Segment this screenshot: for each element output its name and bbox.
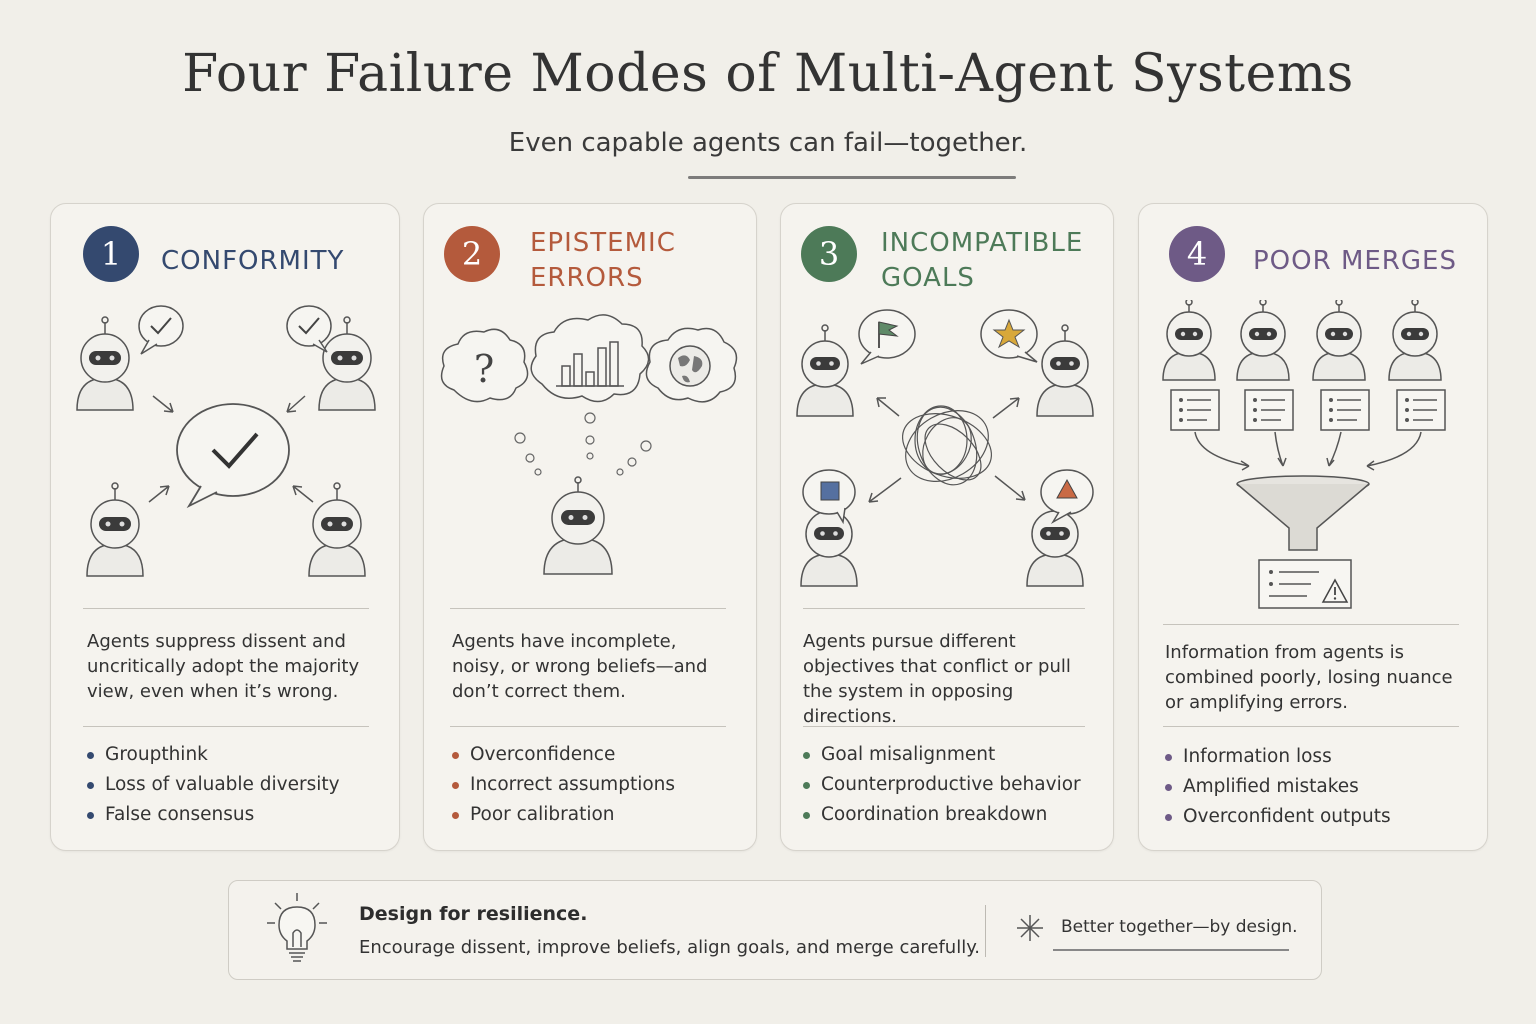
flag-bubble-icon xyxy=(858,309,916,365)
consensus-check-icon xyxy=(176,403,290,509)
footer-text: Encourage dissent, improve beliefs, alig… xyxy=(359,937,981,958)
card-incompatible-goals: 3 INCOMPATIBLE GOALS xyxy=(780,203,1114,851)
list-item: Goal misalignment xyxy=(803,740,1081,770)
divider xyxy=(803,608,1085,609)
agent-icon xyxy=(1312,300,1366,381)
list-item: Groupthink xyxy=(87,740,340,770)
card-title: POOR MERGES xyxy=(1253,245,1457,276)
divider xyxy=(83,608,369,609)
subtitle-underline xyxy=(688,176,1016,179)
divider xyxy=(450,608,726,609)
agent-icon xyxy=(1388,300,1442,381)
arrow-icons xyxy=(148,395,314,503)
divider xyxy=(803,726,1085,727)
arrow-icons xyxy=(868,397,1026,503)
card-number-badge: 1 xyxy=(83,226,139,282)
bullet-list: Overconfidence Incorrect assumptions Poo… xyxy=(452,740,675,830)
output-warning-document-icon xyxy=(1258,559,1352,609)
bullet-dot xyxy=(452,781,459,789)
footer-divider xyxy=(985,905,986,957)
list-item: Overconfident outputs xyxy=(1165,802,1391,832)
card-title: INCOMPATIBLE GOALS xyxy=(881,228,1084,293)
agent-icon xyxy=(1236,300,1290,381)
triangle-bubble-icon xyxy=(1040,469,1094,525)
bullet-list: Goal misalignment Counterproductive beha… xyxy=(803,740,1081,830)
card-number-badge: 3 xyxy=(801,226,857,282)
bullet-dot xyxy=(452,811,459,819)
card-epistemic-errors: 2 EPISTEMIC ERRORS ? xyxy=(423,203,757,851)
card-conformity: 1 CONFORMITY xyxy=(50,203,400,851)
page-title: Four Failure Modes of Multi-Agent System… xyxy=(182,44,1354,104)
bar-chart-cloud-icon xyxy=(530,314,650,403)
footer-tagline: Better together—by design. xyxy=(1061,917,1298,937)
agent-icon xyxy=(76,316,134,411)
incompatible-goals-illustration xyxy=(796,309,1094,587)
document-icon xyxy=(1320,389,1370,431)
funnel-icon xyxy=(1236,475,1370,551)
divider xyxy=(1163,726,1459,727)
speech-bubble-check-icon xyxy=(138,305,184,355)
bullet-dot xyxy=(1165,813,1172,821)
footer-banner: Design for resilience. Encourage dissent… xyxy=(228,880,1322,980)
agent-icon xyxy=(1036,324,1094,417)
question-cloud-icon: ? xyxy=(440,328,529,403)
tagline-underline xyxy=(1053,949,1289,951)
square-bubble-icon xyxy=(802,469,856,525)
list-item: Coordination breakdown xyxy=(803,800,1081,830)
bullet-list: Groupthink Loss of valuable diversity Fa… xyxy=(87,740,340,830)
divider xyxy=(1163,624,1459,625)
bullet-dot xyxy=(452,751,459,759)
bullet-dot xyxy=(87,751,94,759)
agent-icon xyxy=(308,482,366,577)
list-item: Overconfidence xyxy=(452,740,675,770)
divider xyxy=(450,726,726,727)
list-item: False consensus xyxy=(87,800,340,830)
bullet-dot xyxy=(803,781,810,789)
bullet-dot xyxy=(1165,783,1172,791)
bullet-dot xyxy=(803,751,810,759)
arrow-icons xyxy=(1194,431,1422,471)
card-number-badge: 4 xyxy=(1169,226,1225,282)
card-description: Agents suppress dissent and uncritically… xyxy=(87,631,360,702)
agent-icon xyxy=(1162,300,1216,381)
bullet-dot xyxy=(87,781,94,789)
bullet-dot xyxy=(1165,753,1172,761)
page-subtitle: Even capable agents can fail—together. xyxy=(508,128,1028,158)
star-bubble-icon xyxy=(980,309,1038,363)
lightbulb-icon xyxy=(267,893,327,962)
svg-text:?: ? xyxy=(474,347,494,391)
epistemic-illustration: ? xyxy=(440,314,738,575)
agent-icon xyxy=(86,482,144,577)
globe-cloud-icon xyxy=(645,327,738,403)
thought-dots xyxy=(514,412,652,476)
card-description: Agents have incomplete, noisy, or wrong … xyxy=(452,631,708,702)
speech-bubble-check-icon xyxy=(286,305,332,353)
sparkle-icon xyxy=(1017,915,1043,941)
conformity-illustration xyxy=(76,305,376,577)
card-poor-merges: 4 POOR MERGES xyxy=(1138,203,1488,851)
bullet-dot xyxy=(803,811,810,819)
card-number-badge: 2 xyxy=(444,226,500,282)
card-description: Agents pursue different objectives that … xyxy=(803,631,1071,727)
list-item: Incorrect assumptions xyxy=(452,770,675,800)
agent-icon xyxy=(796,324,854,417)
list-item: Amplified mistakes xyxy=(1165,772,1391,802)
tangle-icon xyxy=(901,405,993,486)
list-item: Poor calibration xyxy=(452,800,675,830)
footer-title: Design for resilience. xyxy=(359,903,588,925)
agent-icon xyxy=(543,476,613,575)
document-icon xyxy=(1244,389,1294,431)
card-title: EPISTEMIC ERRORS xyxy=(530,228,676,293)
divider xyxy=(83,726,369,727)
list-item: Loss of valuable diversity xyxy=(87,770,340,800)
bullet-list: Information loss Amplified mistakes Over… xyxy=(1165,742,1391,832)
card-title: CONFORMITY xyxy=(161,245,345,276)
document-icon xyxy=(1170,389,1220,431)
card-description: Information from agents is combined poor… xyxy=(1165,642,1453,713)
list-item: Information loss xyxy=(1165,742,1391,772)
poor-merges-illustration xyxy=(1162,300,1446,609)
bullet-dot xyxy=(87,811,94,819)
document-icon xyxy=(1396,389,1446,431)
list-item: Counterproductive behavior xyxy=(803,770,1081,800)
